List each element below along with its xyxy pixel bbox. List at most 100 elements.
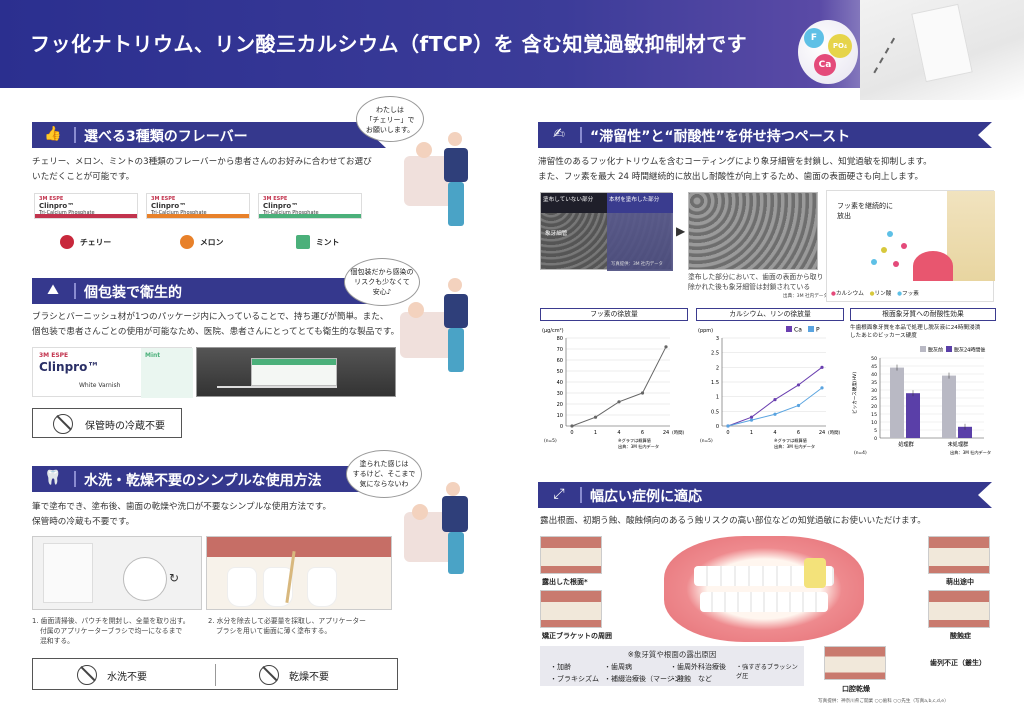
chart-note: ※グラフは概算値 <box>618 437 651 444</box>
y-tick-label: 1 <box>716 395 719 401</box>
x-tick-label: 4 <box>617 430 620 436</box>
dentist-head <box>448 278 462 292</box>
data-point <box>640 391 645 395</box>
mixing-dish <box>123 557 167 601</box>
x-axis-label: (時間) <box>672 430 684 436</box>
section-flavors-header: 👍 選べる3種類のフレーバー <box>32 122 386 148</box>
dentist-legs <box>448 182 464 226</box>
case-label: 酸蝕症 <box>950 632 971 640</box>
y-tick-label: 0 <box>716 424 719 430</box>
legend-label: Ca <box>794 327 802 334</box>
x-tick-label: 4 <box>773 430 776 436</box>
patient-head <box>408 302 424 318</box>
bar <box>890 367 904 438</box>
data-point <box>749 418 754 422</box>
dentist-head <box>446 482 460 496</box>
step2-text: 2. 水分を除去して必要量を採取し、アプリケーター ブラシを用いて歯面に薄く塗布… <box>208 616 398 636</box>
header-divider <box>74 471 76 487</box>
y-tick-label: 45 <box>871 364 877 370</box>
text-line: ブラシを用いて歯面に薄く塗布する。 <box>216 627 332 635</box>
header-divider <box>74 283 76 299</box>
fluoride-particle <box>887 231 893 237</box>
chart-title: フッ素の徐放量 <box>540 308 688 321</box>
section-title: 水洗・乾燥不要のシンプルな使用方法 <box>84 473 322 489</box>
legend-swatch <box>920 346 926 352</box>
cause-item: ・酸蝕 など <box>670 675 712 683</box>
cause-item: ・歯周病 <box>604 663 632 671</box>
y-axis-label: (µg/cm²) <box>542 328 564 334</box>
chart-note: 出典：3M 社内データ <box>774 443 815 450</box>
sem-comparison-photo: 塗布していない部分 本材を塗布した部分 象牙細管 写真提供：3M 社内データ <box>540 192 673 271</box>
section-title: 選べる3種類のフレーバー <box>84 129 248 145</box>
patient-dentist-illustration-2 <box>396 272 492 382</box>
x-tick-label: 0 <box>570 430 573 436</box>
case-photo-erupting <box>928 536 990 574</box>
chart-subtitle: 牛歯根面象牙質を本品で処理し脱灰液に24時間浸漬 したあとのビッカース硬度 <box>850 324 996 340</box>
bar <box>942 375 956 438</box>
case-photo-erosion <box>928 590 990 628</box>
cause-item: ・加齢 <box>550 663 571 671</box>
pack-brand: 3M ESPE <box>151 196 176 202</box>
untreated-label: 塗布していない部分 <box>541 193 607 213</box>
step1-text: 1. 歯面清掃後、パウチを開封し、全量を取り出す。 付属のアプリケーターブラシで… <box>32 616 202 646</box>
text-line: 出典：3M 社内データ <box>782 294 828 299</box>
chart-title: 根面象牙質への耐酸性効果 <box>850 308 996 321</box>
legend-swatch <box>786 326 792 332</box>
case-label: 歯列不正（叢生） <box>930 659 986 667</box>
dentist-body <box>444 294 468 328</box>
case-photo-dry-mouth <box>824 646 886 680</box>
causes-title: ※象牙質や根面の露出原因 <box>627 650 717 659</box>
molecule-graphic: F PO₄ Ca <box>798 20 858 84</box>
subtitle-line: したあとのビッカース硬度 <box>850 333 917 339</box>
x-tick-label: 1 <box>594 430 597 436</box>
cherry-icon <box>60 235 74 249</box>
arrow-right-icon: ▶ <box>676 224 686 238</box>
pack-stripe <box>259 214 361 218</box>
phosphate-particle <box>881 247 887 253</box>
dentist-legs <box>448 328 464 372</box>
flavors-description: チェリー、メロン、ミントの3種類のフレーバーから患者さんのお好みに合わせてお選び… <box>32 155 392 185</box>
data-point <box>593 415 598 419</box>
y-tick-label: 20 <box>557 402 563 408</box>
x-tick-label: 6 <box>641 430 644 436</box>
section-indications-header: ⤢ 幅広い症例に適応 <box>538 482 992 508</box>
legend-swatch <box>946 346 952 352</box>
indications-description: 露出根面、初期う蝕、酸蝕傾向のあるう蝕リスクの高い部位などの知覚過敏にお使いいた… <box>540 516 926 526</box>
chart-title: カルシウム、リンの徐放量 <box>696 308 844 321</box>
n-label: (n=5) <box>544 438 557 444</box>
expand-arrows-icon: ⤢ <box>553 486 565 502</box>
legend-label: 脱灰24時間後 <box>954 347 985 354</box>
text-line: また、フッ素を最大 24 時間継続的に放出し耐酸性が向上するため、歯面の表面硬さ… <box>538 172 924 182</box>
case-label: 萌出途中 <box>946 578 974 586</box>
section-packaging-header: ⛰ 個包装で衛生的 <box>32 278 386 304</box>
series-line <box>571 346 667 427</box>
x-tick-label: 24 <box>819 430 825 436</box>
product-cap <box>911 3 973 83</box>
data-point <box>820 365 824 369</box>
y-tick-label: 0 <box>874 436 877 442</box>
flavor-label-cherry: チェリー <box>80 238 112 247</box>
legend-label: リン酸 <box>874 291 892 297</box>
text-line: 1. 歯面清掃後、パウチを開封し、全量を取り出す。 <box>32 617 190 625</box>
calcium-ion: Ca <box>814 54 836 76</box>
x-tick-label: 24 <box>663 430 669 436</box>
header-divider <box>580 487 582 503</box>
package-icon: ⛰ <box>47 282 59 298</box>
pack-contents <box>251 358 337 386</box>
pack-sub: Tri-Calcium Phosphate <box>151 210 207 216</box>
chart-note: ※グラフは概算値 <box>774 437 807 444</box>
legend-label: P <box>816 327 820 334</box>
dentist-body <box>444 148 468 182</box>
bubble-line: リスクも少なくて <box>354 278 410 286</box>
legend-dot-icon: ● <box>869 291 875 297</box>
single-dose-pack: 3M ESPE Clinpro™ White Varnish Mint <box>32 347 193 398</box>
text-line: 付属のアプリケーターブラシで均一になるまで <box>40 627 183 635</box>
data-point <box>749 415 754 419</box>
y-tick-label: 0.5 <box>711 409 719 415</box>
y-tick-label: 30 <box>557 391 563 397</box>
y-tick-label: 1.5 <box>711 380 719 386</box>
x-tick-label: 1 <box>750 430 753 436</box>
